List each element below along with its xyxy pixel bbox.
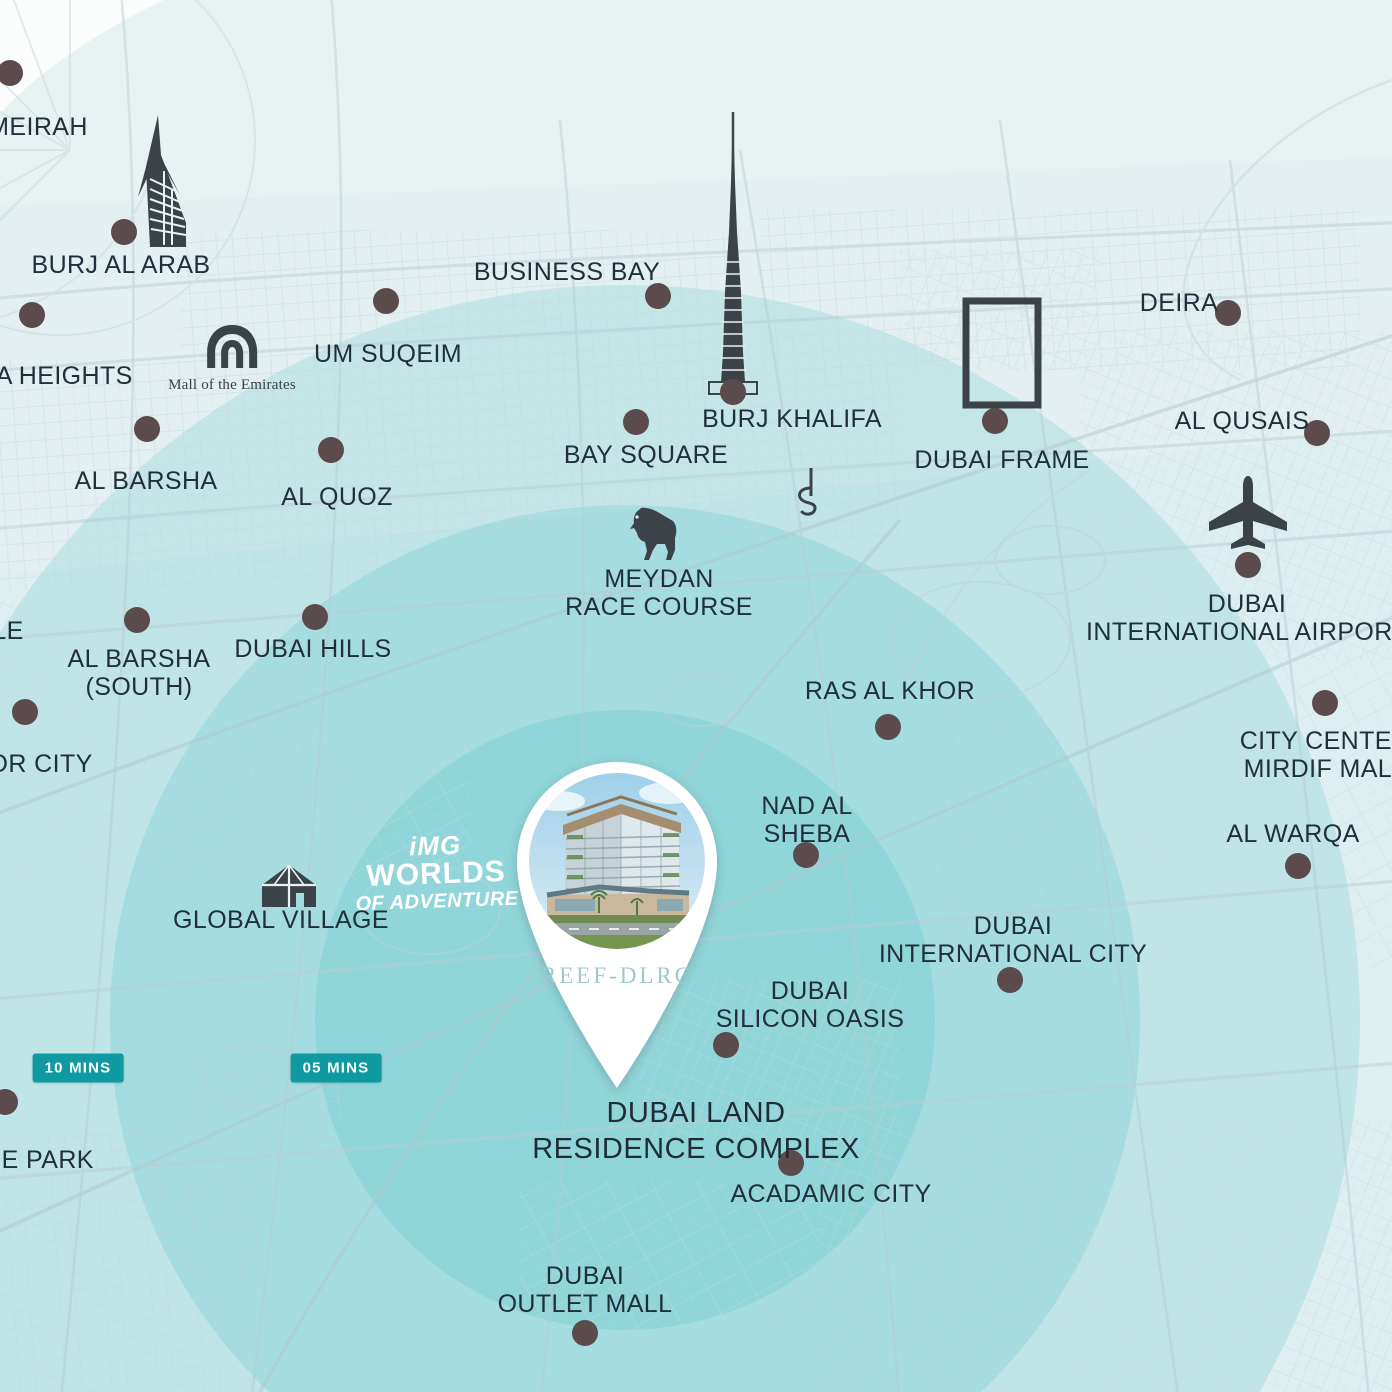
golf-course-icon bbox=[791, 466, 825, 524]
poi-label-al-quoz: AL QUOZ bbox=[281, 483, 393, 511]
poi-label-al-barsha: AL BARSHA bbox=[74, 467, 218, 495]
poi-label-al-warqa: AL WARQA bbox=[1226, 820, 1360, 848]
time-badge-05-mins: 05 MINS bbox=[290, 1053, 382, 1083]
poi-label-al-qusais: AL QUSAIS bbox=[1174, 407, 1310, 435]
poi-label-dubai-hills: DUBAI HILLS bbox=[234, 635, 392, 663]
poi-label-ras-al-khor: RAS AL KHOR bbox=[804, 677, 976, 705]
poi-dot-al-barsha-south[interactable] bbox=[124, 607, 150, 633]
poi-dot-al-warqa[interactable] bbox=[1285, 853, 1311, 879]
poi-dot-nad-al-sheba[interactable] bbox=[793, 842, 819, 868]
poi-label-city-center-mirdif: CITY CENTER MIRDIF MALL bbox=[1239, 727, 1392, 783]
poi-label-al-barsha-south: AL BARSHA (SOUTH) bbox=[67, 645, 211, 701]
mall-of-the-emirates-icon: Mall of the Emirates bbox=[168, 322, 296, 394]
poi-label-business-bay: BUSINESS BAY bbox=[473, 258, 661, 286]
poi-label-dubai-frame: DUBAI FRAME bbox=[914, 446, 1090, 474]
poi-dot-dubai-airport[interactable] bbox=[1235, 552, 1261, 578]
poi-dot-al-qusais[interactable] bbox=[1304, 420, 1330, 446]
poi-dot-ras-al-khor[interactable] bbox=[875, 714, 901, 740]
poi-dot-bay-square[interactable] bbox=[623, 409, 649, 435]
poi-label-acadamic-city: ACADAMIC CITY bbox=[730, 1180, 932, 1208]
project-title-line2: RESIDENCE COMPLEX bbox=[532, 1133, 860, 1166]
horse-icon bbox=[625, 504, 685, 562]
poi-dot-al-barsha-heights[interactable] bbox=[19, 302, 45, 328]
poi-label-meydan: MEYDAN RACE COURSE bbox=[565, 565, 753, 621]
project-title-line1: DUBAI LAND bbox=[606, 1097, 786, 1129]
pin-caption: REEF-DLRC bbox=[540, 963, 694, 988]
poi-label-jumeirah: MEIRAH bbox=[0, 113, 88, 141]
burj-khalifa-icon bbox=[705, 112, 761, 412]
poi-label-jumeirah-village: LE bbox=[0, 617, 24, 645]
poi-dot-motor-city[interactable] bbox=[12, 699, 38, 725]
poi-label-burj-khalifa: BURJ KHALIFA bbox=[702, 405, 882, 433]
time-badge-10-mins: 10 MINS bbox=[32, 1053, 124, 1083]
poi-dot-burj-al-arab[interactable] bbox=[111, 219, 137, 245]
poi-dot-deira[interactable] bbox=[1215, 300, 1241, 326]
poi-dot-dubai-hills[interactable] bbox=[302, 604, 328, 630]
poi-dot-business-bay[interactable] bbox=[645, 283, 671, 309]
poi-label-deira: DEIRA bbox=[1139, 289, 1219, 317]
poi-label-nad-al-sheba: NAD AL SHEBA bbox=[761, 792, 853, 848]
mall-of-the-emirates-caption: Mall of the Emirates bbox=[168, 377, 296, 393]
poi-dot-dubai-frame[interactable] bbox=[982, 408, 1008, 434]
poi-dot-sports-park[interactable] bbox=[0, 1089, 18, 1115]
poi-dot-burj-khalifa[interactable] bbox=[720, 379, 746, 405]
poi-dot-jumeirah[interactable] bbox=[0, 60, 23, 86]
poi-label-um-suqeim: UM SUQEIM bbox=[313, 340, 463, 368]
poi-dot-acadamic-city[interactable] bbox=[778, 1150, 804, 1176]
poi-dot-al-quoz[interactable] bbox=[318, 437, 344, 463]
poi-label-burj-al-arab: BURJ AL ARAB bbox=[31, 251, 211, 279]
global-village-tent-icon bbox=[258, 863, 320, 909]
poi-label-dubai-silicon-oasis: DUBAI SILICON OASIS bbox=[715, 977, 905, 1033]
poi-dot-dubai-outlet-mall[interactable] bbox=[572, 1320, 598, 1346]
airplane-icon bbox=[1205, 474, 1291, 550]
poi-label-dubai-airport: DUBAI INTERNATIONAL AIRPORT bbox=[1086, 590, 1392, 646]
poi-label-dubai-int-city: DUBAI INTERNATIONAL CITY bbox=[878, 912, 1148, 968]
burj-al-arab-icon bbox=[120, 115, 196, 255]
poi-label-motor-city: TOR CITY bbox=[0, 750, 93, 778]
poi-dot-dubai-silicon-oasis[interactable] bbox=[713, 1032, 739, 1058]
poi-dot-um-suqeim[interactable] bbox=[373, 288, 399, 314]
project-title: DUBAI LAND RESIDENCE COMPLEX bbox=[532, 1095, 860, 1168]
poi-label-global-village: GLOBAL VILLAGE bbox=[173, 906, 389, 934]
poi-label-al-barsha-heights: HA HEIGHTS bbox=[0, 362, 133, 390]
poi-label-bay-square: BAY SQUARE bbox=[563, 441, 729, 469]
poi-dot-dubai-int-city[interactable] bbox=[997, 967, 1023, 993]
dubai-frame-icon bbox=[962, 297, 1042, 409]
poi-label-dubai-outlet-mall: DUBAI OUTLET MALL bbox=[497, 1262, 673, 1318]
poi-label-sports-park: ARE PARK bbox=[0, 1146, 94, 1174]
project-location-pin[interactable]: REEF-DLRC bbox=[503, 748, 731, 1088]
poi-dot-al-barsha[interactable] bbox=[134, 416, 160, 442]
project-photo bbox=[529, 773, 705, 949]
poi-dot-city-center-mirdif[interactable] bbox=[1312, 690, 1338, 716]
